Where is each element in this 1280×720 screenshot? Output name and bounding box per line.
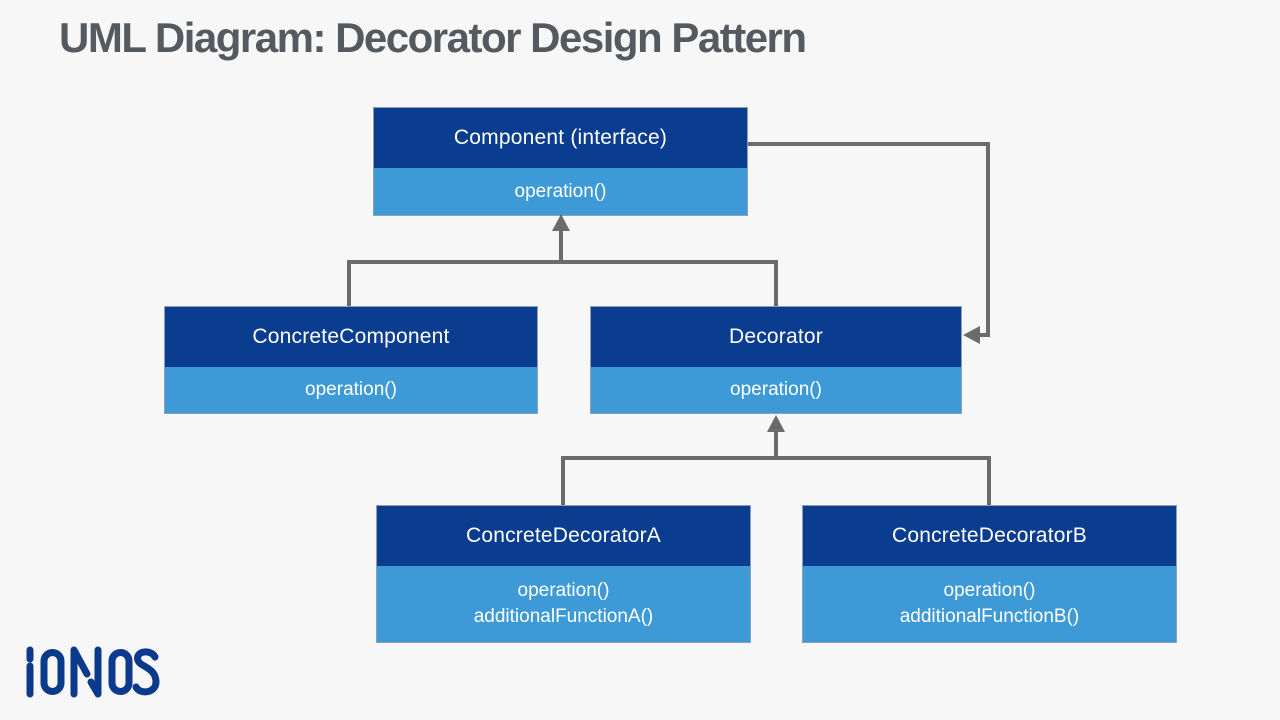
class-component: Component (interface) operation() — [373, 107, 748, 216]
class-concrete-component-members: operation() — [165, 367, 537, 413]
class-concrete-component-name: ConcreteComponent — [165, 307, 537, 367]
arrowhead-up-decorator — [767, 415, 785, 432]
member-additional-function-a: additionalFunctionA() — [473, 606, 654, 627]
logo-letter-o2 — [108, 649, 133, 695]
class-component-name: Component (interface) — [374, 108, 747, 168]
class-decorator-name: Decorator — [591, 307, 961, 367]
class-concrete-decorator-b-name: ConcreteDecoratorB — [803, 506, 1176, 566]
arrowhead-left-decorator — [963, 326, 980, 344]
class-concrete-decorator-a: ConcreteDecoratorA operation() additiona… — [376, 505, 751, 643]
class-concrete-decorator-b: ConcreteDecoratorB operation() additiona… — [802, 505, 1177, 643]
ionos-logo — [26, 646, 160, 698]
arrowhead-up-component — [552, 214, 570, 231]
class-concrete-decorator-a-members: operation() additionalFunctionA() — [377, 566, 750, 642]
member-operation: operation() — [514, 180, 607, 202]
class-concrete-decorator-b-members: operation() additionalFunctionB() — [803, 566, 1176, 642]
member-operation: operation() — [943, 580, 1036, 601]
logo-letter-s — [132, 648, 160, 696]
logo-letter-n — [70, 646, 102, 698]
page-title: UML Diagram: Decorator Design Pattern — [59, 14, 807, 61]
class-concrete-component: ConcreteComponent operation() — [164, 306, 538, 414]
generalization-branch-upper — [347, 260, 778, 306]
member-operation: operation() — [305, 379, 397, 400]
class-component-members: operation() — [374, 168, 747, 215]
member-additional-function-b: additionalFunctionB() — [899, 606, 1080, 627]
logo-letter-o1 — [40, 649, 65, 695]
class-decorator-members: operation() — [591, 367, 961, 413]
member-operation: operation() — [517, 580, 610, 601]
member-operation: operation() — [730, 379, 822, 400]
class-concrete-decorator-a-name: ConcreteDecoratorA — [377, 506, 750, 566]
class-decorator: Decorator operation() — [590, 306, 962, 414]
generalization-branch-lower — [561, 456, 991, 505]
